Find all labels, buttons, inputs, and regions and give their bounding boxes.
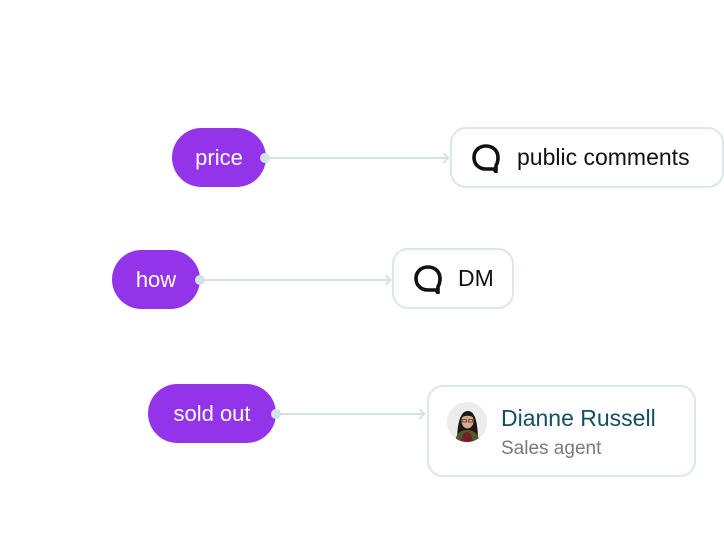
channel-card-dm[interactable]: DM (392, 248, 514, 309)
connector-dot[interactable] (260, 153, 270, 163)
connector-line (266, 157, 448, 159)
keyword-label: price (195, 144, 243, 170)
keyword-pill-price[interactable]: price (172, 128, 266, 187)
chat-bubble-q-icon (472, 143, 500, 173)
arrow-head-icon (438, 152, 450, 164)
chat-bubble-q-icon (414, 264, 442, 294)
connector-dot[interactable] (271, 409, 281, 419)
person-name: Dianne Russell (501, 405, 656, 431)
arrow-head-icon (380, 274, 392, 286)
keyword-label: sold out (173, 400, 251, 426)
connector-dot[interactable] (195, 275, 205, 285)
keyword-pill-how[interactable]: how (112, 250, 200, 309)
channel-card-public-comments[interactable]: public comments (450, 127, 724, 188)
person-role: Sales agent (501, 438, 602, 459)
keyword-pill-sold-out[interactable]: sold out (148, 384, 276, 443)
channel-label: DM (458, 265, 494, 291)
person-photo-icon (447, 402, 487, 442)
avatar (447, 402, 487, 442)
keyword-label: how (135, 266, 177, 292)
arrow-head-icon (414, 408, 426, 420)
connector-line (201, 279, 390, 281)
connector-line (277, 413, 424, 415)
person-card-dianne-russell[interactable]: Dianne Russell Sales agent (427, 385, 696, 477)
channel-label: public comments (517, 144, 690, 170)
